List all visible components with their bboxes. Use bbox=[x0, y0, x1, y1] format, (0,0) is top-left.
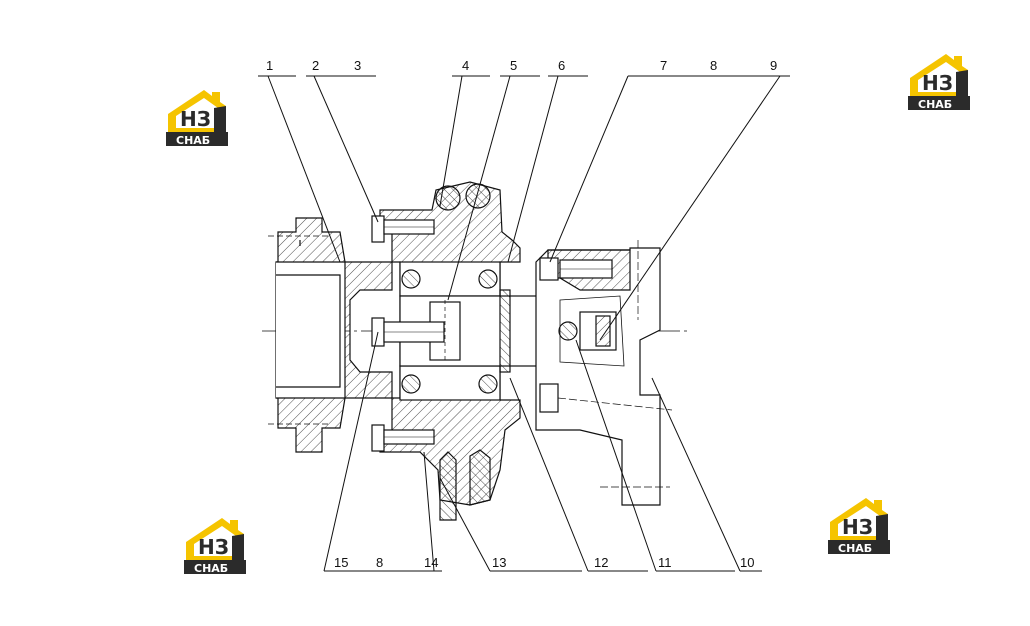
part-label-12: 12 bbox=[594, 555, 608, 570]
svg-text:СНАБ: СНАБ bbox=[176, 134, 210, 147]
part-label-9: 9 bbox=[770, 58, 777, 73]
part-label-2: 2 bbox=[312, 58, 319, 73]
part-label-8-bottom: 8 bbox=[376, 555, 383, 570]
svg-text:НЗ: НЗ bbox=[842, 515, 873, 539]
watermark-logo-bottom-right: НЗ СНАБ bbox=[828, 498, 890, 555]
svg-text:СНАБ: СНАБ bbox=[194, 562, 228, 575]
watermark-logo-top-right: НЗ СНАБ bbox=[908, 54, 970, 111]
part-label-8-top: 8 bbox=[710, 58, 717, 73]
watermark-logo-bottom-left: НЗ СНАБ bbox=[184, 518, 246, 575]
part-label-5: 5 bbox=[510, 58, 517, 73]
part-label-7: 7 bbox=[660, 58, 667, 73]
pump-assembly bbox=[262, 181, 690, 521]
part-label-10: 10 bbox=[740, 555, 754, 570]
part-label-14: 14 bbox=[424, 555, 438, 570]
leader-lines bbox=[258, 75, 790, 572]
part-label-15: 15 bbox=[334, 555, 348, 570]
svg-text:НЗ: НЗ bbox=[180, 107, 211, 131]
part-label-13: 13 bbox=[492, 555, 506, 570]
svg-text:НЗ: НЗ bbox=[922, 71, 953, 95]
svg-text:СНАБ: СНАБ bbox=[838, 542, 872, 555]
part-label-4: 4 bbox=[462, 58, 469, 73]
part-label-3: 3 bbox=[354, 58, 361, 73]
watermark-logo-top-left: НЗ СНАБ bbox=[166, 90, 228, 147]
svg-text:СНАБ: СНАБ bbox=[918, 98, 952, 111]
part-label-1: 1 bbox=[266, 58, 273, 73]
svg-text:НЗ: НЗ bbox=[198, 535, 229, 559]
part-label-6: 6 bbox=[558, 58, 565, 73]
part-label-11: 11 bbox=[658, 555, 672, 570]
part-labels: 1 2 3 4 5 6 7 8 9 15 8 14 13 12 11 10 bbox=[266, 58, 777, 570]
